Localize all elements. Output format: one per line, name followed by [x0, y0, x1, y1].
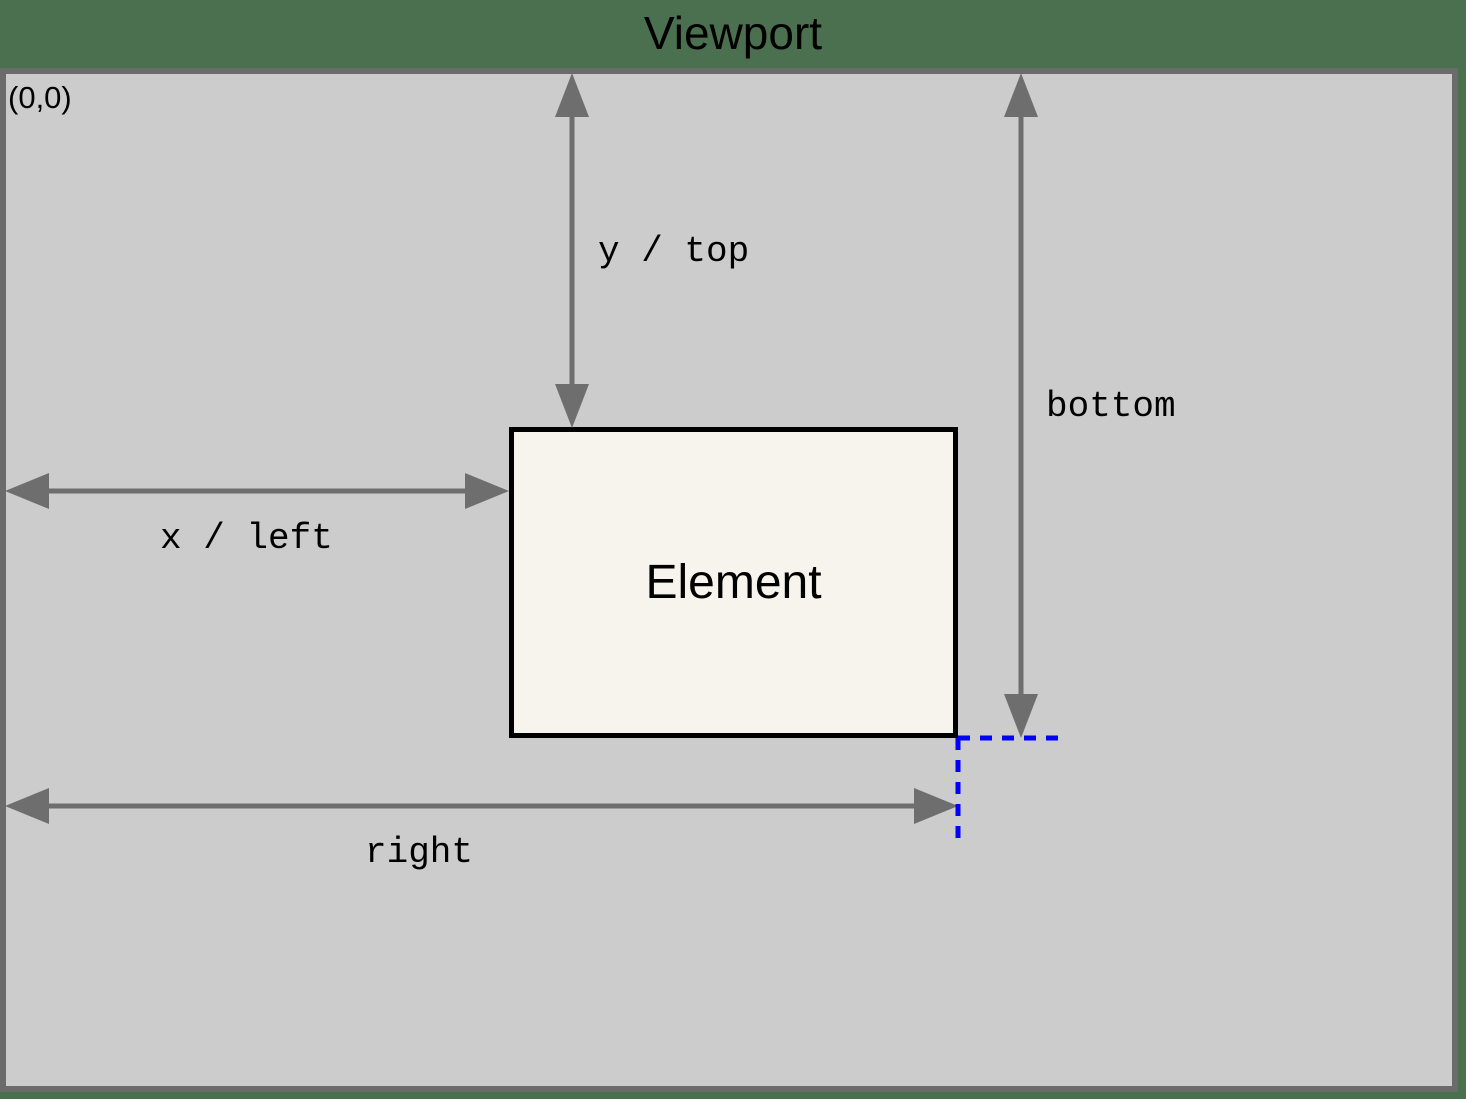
measure-label-x-left: x / left [160, 518, 333, 559]
measure-label-y-top: y / top [598, 231, 750, 272]
origin-coordinate-label: (0,0) [8, 80, 72, 115]
measure-label-right: right [365, 832, 474, 873]
page-title: Viewport [643, 7, 823, 59]
element-box: Element [509, 427, 958, 738]
element-box-label: Element [645, 556, 822, 609]
measure-label-bottom: bottom [1046, 386, 1176, 427]
